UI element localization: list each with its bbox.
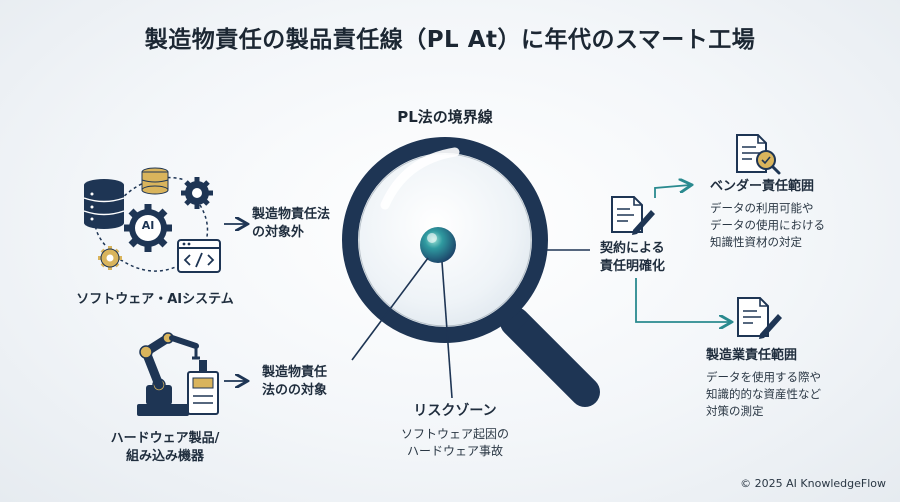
manufacturer-responsibility-block: 製造業責任範囲 データを使用する際や 知識的的な資産性など 対策の測定 bbox=[706, 347, 886, 420]
pointer-line-risk bbox=[441, 261, 453, 399]
manufacturer-title: 製造業責任範囲 bbox=[706, 348, 798, 363]
software-out-of-scope-label: 製造物責任法 の対象外 bbox=[252, 207, 331, 240]
code-window-icon bbox=[177, 239, 221, 273]
database-icon bbox=[83, 179, 125, 229]
contract-document-icon bbox=[611, 196, 655, 235]
lens-title: PL法の境界線 bbox=[397, 108, 493, 126]
arrow-to-vendor bbox=[654, 185, 690, 198]
pointer-line-hardware bbox=[351, 257, 429, 361]
page-title: 製造物責任の製品責任線（PL At）に年代のスマート工場 bbox=[144, 27, 756, 53]
risk-zone-title: リスクゾーン bbox=[413, 403, 497, 419]
ai-chip-icon bbox=[124, 204, 172, 252]
gold-database-icon bbox=[141, 167, 169, 195]
manufacturer-document-icon bbox=[737, 297, 782, 339]
contract-label: 契約による 責任明確化 bbox=[600, 241, 666, 274]
robot-arm-icon bbox=[137, 332, 219, 416]
ai-chip-label: AI bbox=[141, 219, 155, 232]
risk-zone-block: リスクゾーン ソフトウェア起因の ハードウェア事故 bbox=[370, 402, 540, 460]
vendor-title: ベンダー責任範囲 bbox=[710, 179, 815, 194]
magnifier-icon bbox=[342, 137, 600, 407]
copyright-footer: © 2025 AI KnowledgeFlow bbox=[740, 477, 886, 490]
hardware-in-scope-label: 製造物責任 法のの対象 bbox=[262, 365, 328, 398]
vendor-responsibility-block: ベンダー責任範囲 データの利用可能や データの使用における 知識性資材の対定 bbox=[710, 178, 885, 251]
risk-orb bbox=[420, 227, 456, 263]
hardware-label: ハードウェア製品/ 組み込み機器 bbox=[110, 431, 220, 464]
gear-icon bbox=[181, 177, 213, 209]
arrow-to-manufacturer bbox=[635, 278, 730, 322]
small-gear-icon bbox=[98, 246, 122, 270]
software-ai-label: ソフトウェア・AIシステム bbox=[76, 292, 234, 307]
vendor-document-icon bbox=[736, 134, 781, 175]
software-ai-cluster-icon bbox=[83, 167, 221, 273]
